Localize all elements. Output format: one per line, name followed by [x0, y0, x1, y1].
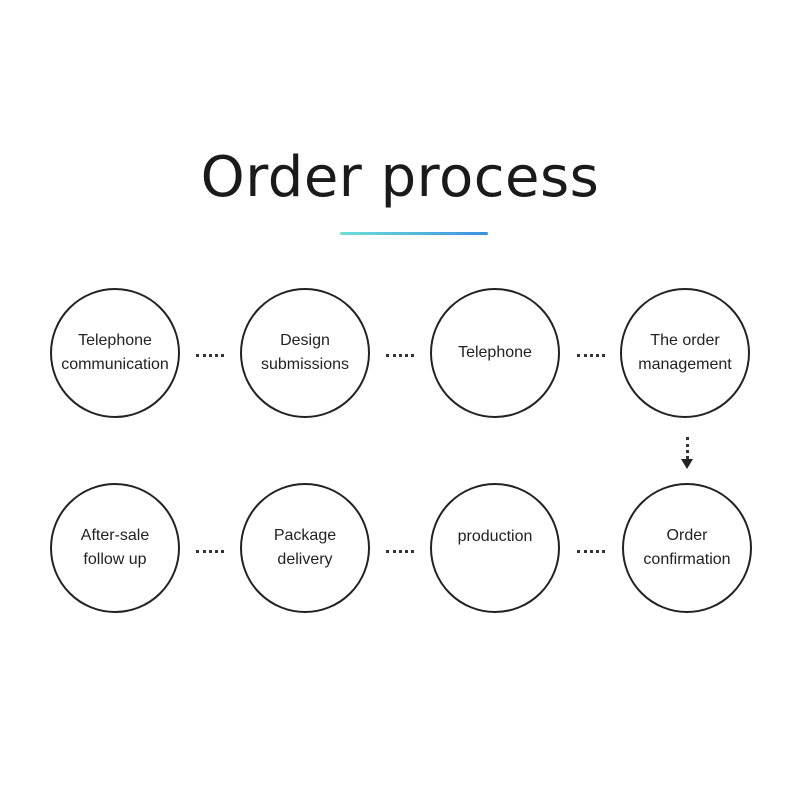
step-label: Telephone communication [61, 332, 169, 373]
page-title: Order process [200, 145, 600, 210]
step-package-delivery: Package delivery [240, 483, 370, 613]
connector-dots [196, 550, 224, 553]
connector-dots [577, 550, 605, 553]
step-label: Design submissions [260, 332, 350, 373]
step-production: production [430, 483, 560, 613]
step-label: After-sale follow up [80, 527, 150, 568]
arrow-down-icon [681, 459, 693, 469]
connector-dots [577, 354, 605, 357]
step-telephone-communication: Telephone communication [50, 288, 180, 418]
title-underline [340, 232, 488, 235]
step-order-confirmation: Order confirmation [622, 483, 752, 613]
step-after-sale-follow-up: After-sale follow up [50, 483, 180, 613]
step-order-management: The order management [620, 288, 750, 418]
step-label: production [457, 528, 533, 545]
connector-vertical-dots [686, 437, 689, 459]
step-label: Order confirmation [643, 527, 731, 568]
step-label: Package delivery [273, 527, 337, 568]
step-telephone: Telephone [430, 288, 560, 418]
connector-dots [386, 550, 414, 553]
connector-dots [386, 354, 414, 357]
connector-dots [196, 354, 224, 357]
step-label: The order management [638, 332, 732, 373]
step-design-submissions: Design submissions [240, 288, 370, 418]
step-label: Telephone [458, 344, 532, 361]
